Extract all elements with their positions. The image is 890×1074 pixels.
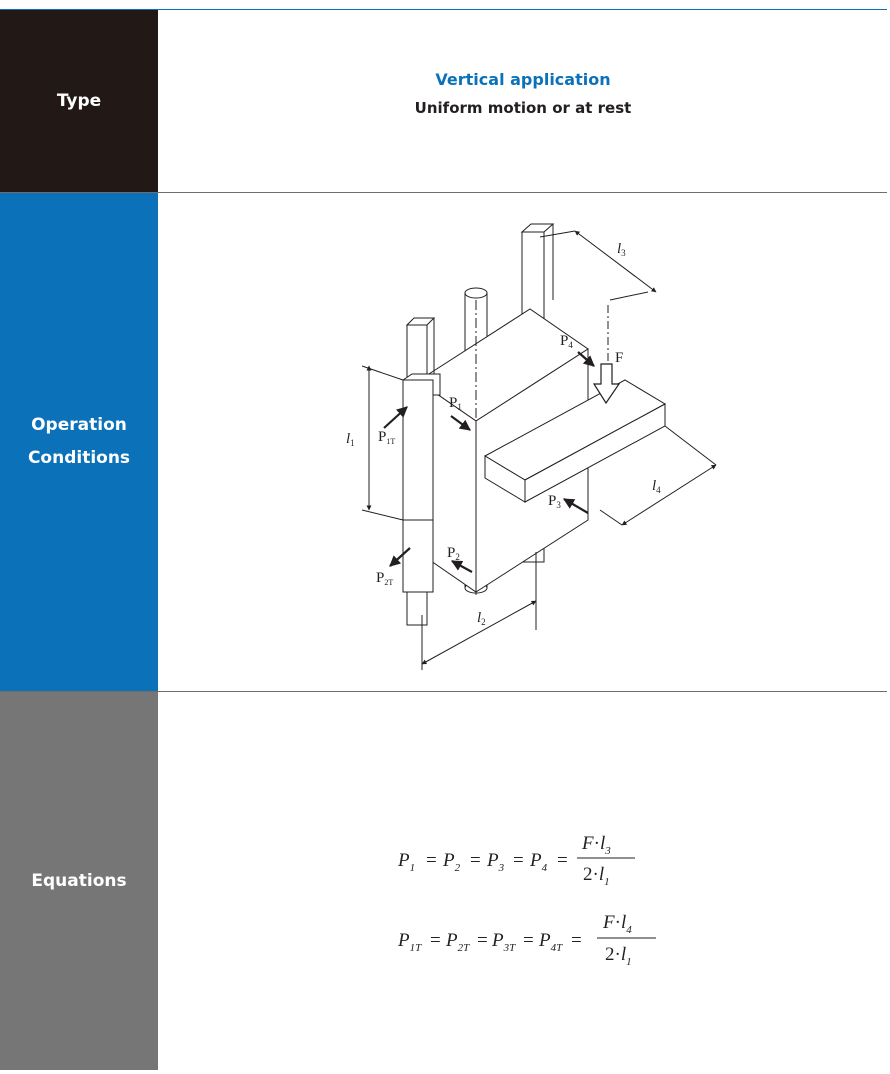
svg-text:P1T: P1T [378, 429, 395, 446]
equations-label-text: Equations [31, 870, 127, 891]
svg-text:P2: P2 [447, 545, 460, 562]
svg-text:=: = [523, 930, 534, 951]
label-l3: l [617, 241, 621, 257]
type-label: Type [0, 10, 158, 192]
motion-subtitle: Uniform motion or at rest [414, 99, 632, 117]
svg-text:P4: P4 [560, 333, 573, 350]
svg-text:F·l3: F·l3 [581, 833, 611, 857]
load-arm [483, 379, 667, 503]
svg-text:P2T: P2T [445, 930, 470, 954]
svg-text:P3: P3 [548, 493, 561, 510]
svg-text:P4: P4 [529, 850, 548, 874]
row-divider [0, 192, 887, 193]
top-border [0, 9, 887, 10]
svg-text:P1: P1 [449, 395, 462, 412]
svg-text:P2T: P2T [376, 570, 393, 587]
type-row: Type Vertical application Uniform motion… [0, 10, 887, 192]
svg-text:P1T: P1T [397, 930, 422, 954]
operation-row: Operation Conditions [0, 193, 887, 691]
svg-text:l4: l4 [652, 478, 661, 495]
svg-text:P4T: P4T [538, 930, 563, 954]
svg-text:=: = [430, 930, 441, 951]
equation-1: P1 = P2 = P3 = P4 = F·l3 2·l1 [397, 833, 635, 888]
svg-text:=: = [557, 850, 568, 871]
svg-text:l1: l1 [346, 431, 355, 448]
equations-row: Equations P1 = P2 = P3 = P4 = F·l3 2·l1 [0, 692, 887, 1070]
equations-svg: P1 = P2 = P3 = P4 = F·l3 2·l1 P1T = P2T [397, 833, 656, 968]
svg-text:P2: P2 [442, 850, 461, 874]
label-p3: P [548, 493, 556, 509]
svg-text:P3T: P3T [491, 930, 516, 954]
type-content: Vertical application Uniform motion or a… [159, 10, 887, 192]
svg-text:F·l4: F·l4 [602, 912, 632, 936]
application-title: Vertical application [435, 70, 611, 89]
label-l1: l [346, 431, 350, 447]
svg-text:l3: l3 [617, 241, 626, 258]
type-label-text: Type [56, 90, 102, 111]
svg-text:P3: P3 [486, 850, 505, 874]
label-p4: P [560, 333, 568, 349]
equations-content: P1 = P2 = P3 = P4 = F·l3 2·l1 P1T = P2T [159, 692, 887, 1070]
svg-text:=: = [470, 850, 481, 871]
equations-label: Equations [0, 692, 158, 1070]
svg-text:2·l1: 2·l1 [583, 864, 610, 888]
dimension-lines [361, 230, 717, 670]
front-block-lower [402, 519, 434, 593]
svg-text:P1: P1 [397, 850, 415, 874]
svg-text:=: = [571, 930, 582, 951]
label-p2t: P [376, 570, 384, 586]
svg-text:=: = [426, 850, 437, 871]
force-f-arrow [592, 363, 621, 405]
front-block-upper [402, 373, 441, 521]
svg-text:l2: l2 [477, 610, 486, 627]
operation-label: Operation Conditions [0, 193, 158, 691]
label-p1t: P [378, 429, 386, 445]
label-p1: P [449, 395, 457, 411]
linear-guide-diagram: F P4 P1 P1T P3 P2 P2T l1 l2 l3 l4 [346, 223, 717, 670]
svg-text:=: = [513, 850, 524, 871]
svg-text:=: = [477, 930, 488, 951]
row-divider [0, 691, 887, 692]
operation-label-line1: Operation [31, 415, 127, 435]
operation-label-line2: Conditions [27, 448, 131, 468]
label-l4: l [652, 478, 656, 494]
label-f: F [615, 350, 623, 366]
svg-text:F: F [615, 350, 623, 366]
reaction-arrows [383, 351, 595, 573]
svg-text:2·l1: 2·l1 [605, 944, 632, 968]
label-l2: l [477, 610, 481, 626]
operation-content: F P4 P1 P1T P3 P2 P2T l1 l2 l3 l4 [159, 193, 887, 691]
equation-2: P1T = P2T = P3T = P4T = F·l4 2·l1 [397, 912, 656, 968]
label-p2: P [447, 545, 455, 561]
